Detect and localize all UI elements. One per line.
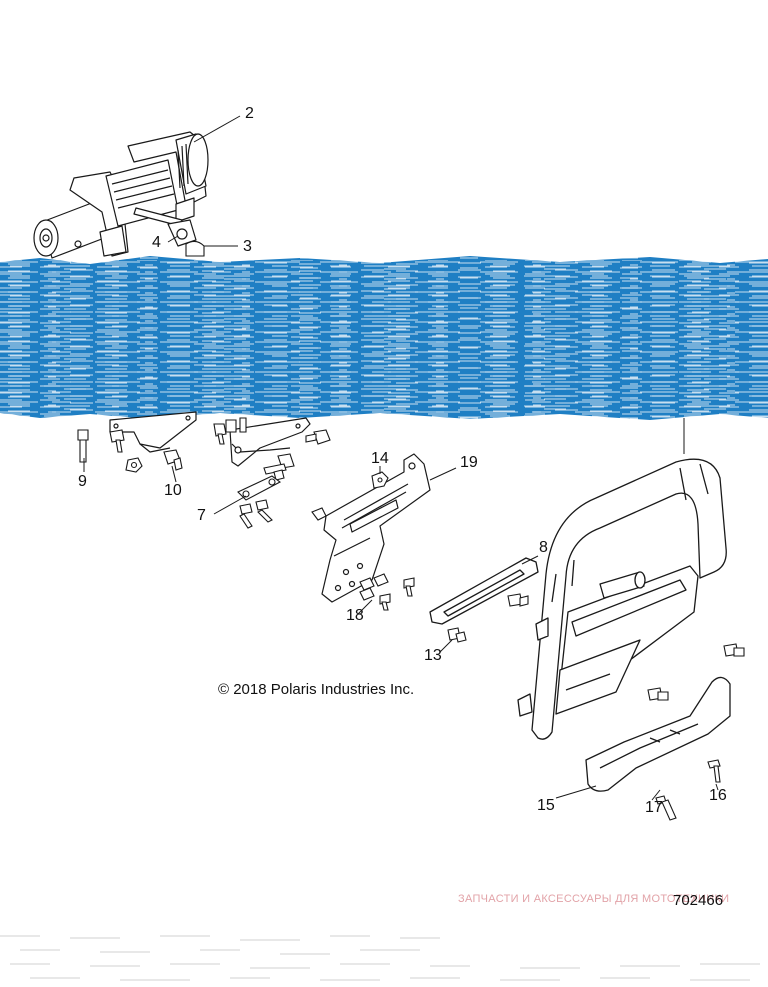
callout-17: 17	[645, 799, 663, 816]
callout-4: 4	[152, 234, 161, 251]
leader-lines-upper	[167, 115, 241, 247]
callout-9: 9	[78, 473, 87, 490]
skid-part-15	[585, 676, 731, 792]
mount-bracket-right	[229, 417, 311, 467]
callout-8: 8	[539, 539, 548, 556]
bottom-scan-noise	[0, 935, 760, 981]
diagram-number: 702466	[673, 892, 724, 909]
callout-13: 13	[424, 647, 442, 664]
callout-15: 15	[537, 797, 555, 814]
front-bumper	[517, 458, 727, 740]
redaction-band	[0, 256, 768, 420]
callout-16: 16	[709, 787, 727, 804]
fasteners-lower	[647, 643, 745, 821]
leader-lines-lower	[83, 458, 719, 801]
copyright-notice: © 2018 Polaris Industries Inc.	[218, 681, 415, 698]
fasteners-plate	[311, 471, 415, 611]
callout-18: 18	[346, 607, 364, 624]
callout-2: 2	[245, 105, 254, 122]
fasteners-fairlead	[447, 593, 529, 643]
fasteners-left	[77, 429, 183, 473]
fasteners-right	[213, 417, 331, 529]
watermark-tagline: ЗАПЧАСТИ И АКСЕССУАРЫ ДЛЯ МОТОТЕХНИКИ	[458, 893, 730, 905]
fairlead-8	[429, 557, 539, 625]
mount-bracket-left	[109, 411, 197, 453]
mount-plate-19	[321, 453, 431, 603]
winch-drawing	[33, 131, 209, 259]
callout-14: 14	[371, 450, 389, 467]
callout-3: 3	[243, 238, 252, 255]
callout-19: 19	[460, 454, 478, 471]
bolt-part-3	[185, 240, 205, 257]
callout-10: 10	[164, 482, 182, 499]
callout-7: 7	[197, 507, 206, 524]
